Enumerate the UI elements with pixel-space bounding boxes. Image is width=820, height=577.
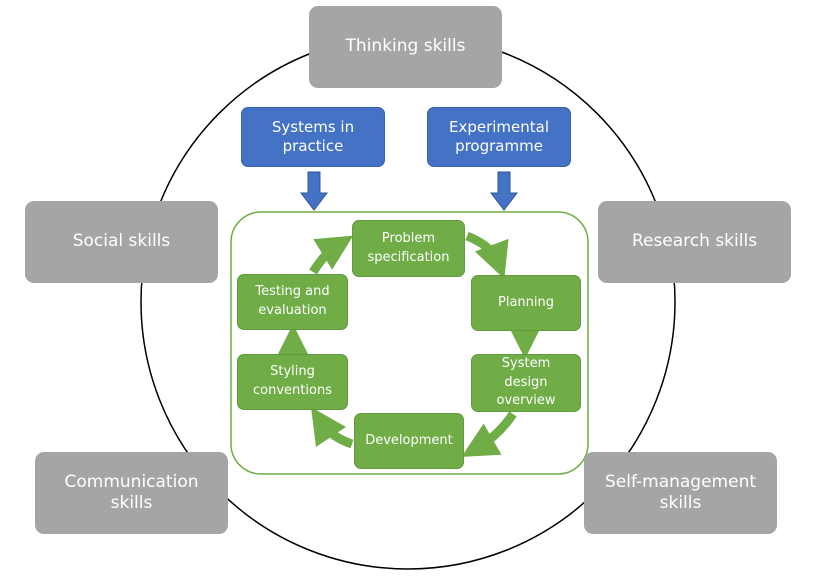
step-planning: Planning (471, 275, 581, 331)
step-system-design-overview: System design overview (471, 354, 581, 412)
arrow-problem-to-planning (465, 231, 509, 279)
step-testing-and-evaluation: Testing and evaluation (237, 274, 348, 330)
skill-research: Research skills (598, 201, 791, 283)
arrow-design-to-development (461, 411, 517, 457)
source-systems-in-practice: Systems in practice (241, 107, 385, 167)
skill-thinking: Thinking skills (309, 6, 502, 88)
skill-social: Social skills (25, 201, 218, 283)
step-problem-specification: Problem specification (352, 220, 465, 277)
step-development: Development (354, 413, 464, 469)
step-styling-conventions: Styling conventions (237, 354, 348, 410)
skill-communication: Communication skills (35, 452, 228, 534)
down-arrow-systems (299, 171, 329, 211)
arrow-development-to-styling (311, 407, 354, 449)
source-experimental-programme: Experimental programme (427, 107, 571, 167)
arrow-testing-to-problem (309, 235, 354, 275)
down-arrow-experimental (489, 171, 519, 211)
skill-self-management: Self-management skills (584, 452, 777, 534)
